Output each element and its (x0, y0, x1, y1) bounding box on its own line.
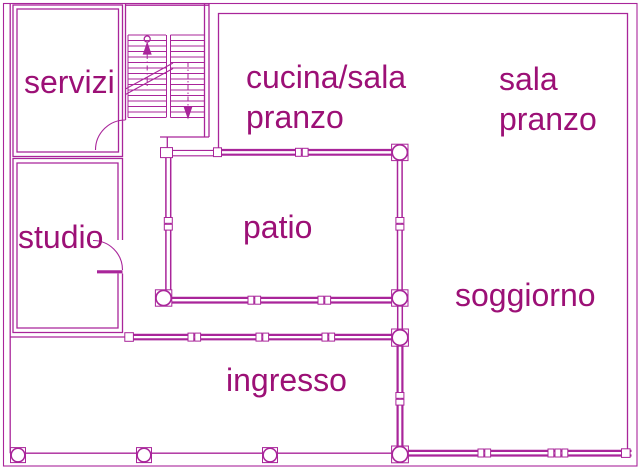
room-label-patio: patio (243, 209, 313, 245)
outer-border (2, 2, 638, 467)
column-patio-se (391, 289, 409, 307)
room-cucina-walls (217, 12, 629, 450)
column-wall-junction (391, 328, 409, 347)
column-patio-sw (154, 289, 173, 307)
southeast-glazed-wall (408, 449, 632, 457)
column-patio-ne (391, 143, 409, 162)
room-label-studio: studio (18, 219, 104, 255)
room-servizi-walls (12, 4, 124, 158)
room-label-sala-pranzo: sala pranzo (499, 61, 597, 137)
window-mullions (124, 147, 631, 458)
patio-corner-post (160, 147, 173, 159)
porch-column-3 (262, 447, 278, 464)
staircase (124, 3, 210, 138)
wall-connector (396, 306, 404, 329)
stair-up-arrow-icon (142, 35, 152, 88)
round-columns (10, 143, 409, 464)
stair-break-line (125, 62, 174, 95)
room-label-cucina-sala-pranzo: cucina/sala pranzo (246, 59, 407, 135)
porch-column-1 (10, 447, 26, 464)
porch-column-2 (136, 447, 152, 464)
column-corner-se (391, 445, 409, 464)
stair-treads (127, 34, 205, 118)
room-label-servizi: servizi (24, 64, 115, 100)
door-swing-studio (92, 239, 124, 271)
room-studio-walls (12, 157, 124, 334)
door-swing-stairs (94, 119, 126, 151)
stair-down-arrow-icon (183, 62, 193, 120)
room-label-ingresso: ingresso (226, 362, 347, 398)
room-label-soggiorno: soggiorno (455, 277, 596, 313)
